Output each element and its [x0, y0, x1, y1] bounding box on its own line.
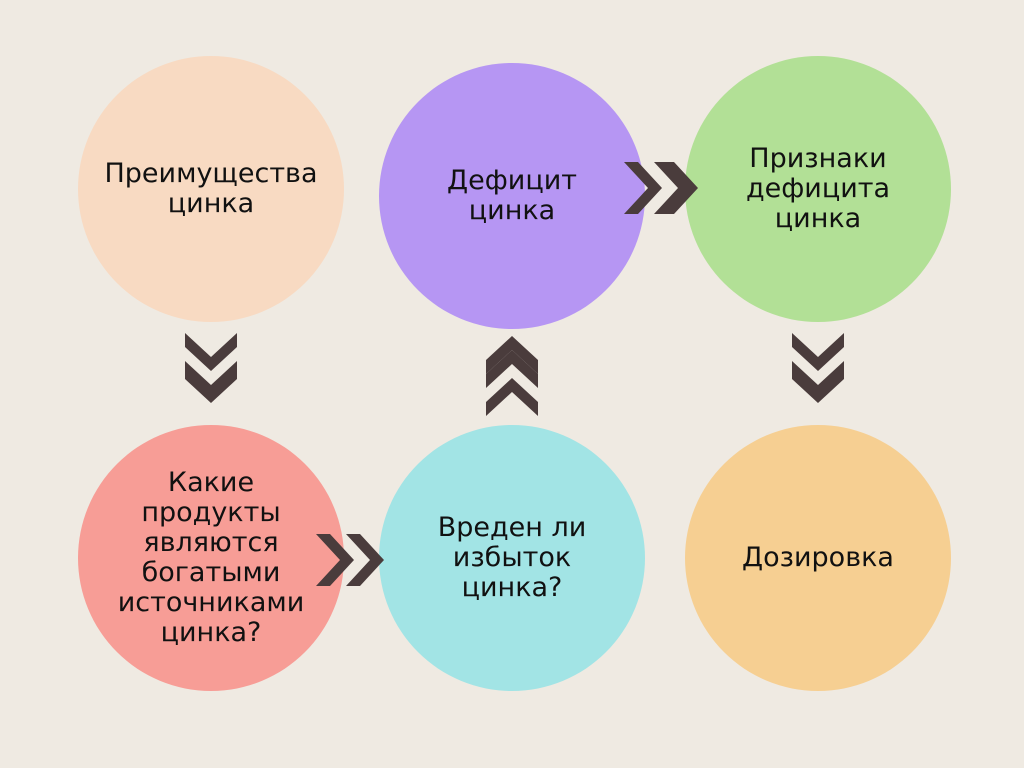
node-benefits: Преимущества цинка: [78, 56, 344, 322]
arrow-excess-to-deficiency: [486, 336, 538, 416]
arrow-deficiency-to-signs: [624, 162, 698, 214]
node-excess: Вреден ли избыток цинка?: [379, 425, 645, 691]
node-dosage: Дозировка: [685, 425, 951, 691]
arrow-foods-to-excess: [316, 534, 384, 586]
node-deficiency: Дефицит цинка: [379, 63, 645, 329]
arrow-benefits-to-foods: [185, 333, 237, 403]
node-foods-label: Какие продукты являются богатыми источни…: [117, 467, 305, 648]
arrow-signs-to-dosage: [792, 333, 844, 403]
node-foods: Какие продукты являются богатыми источни…: [78, 425, 344, 691]
node-deficiency-label: Дефицит цинка: [447, 165, 577, 226]
node-excess-label: Вреден ли избыток цинка?: [437, 512, 587, 603]
node-dosage-label: Дозировка: [742, 542, 894, 573]
node-signs-label: Признаки дефицита цинка: [745, 143, 891, 234]
node-signs: Признаки дефицита цинка: [685, 56, 951, 322]
node-benefits-label: Преимущества цинка: [104, 158, 318, 219]
